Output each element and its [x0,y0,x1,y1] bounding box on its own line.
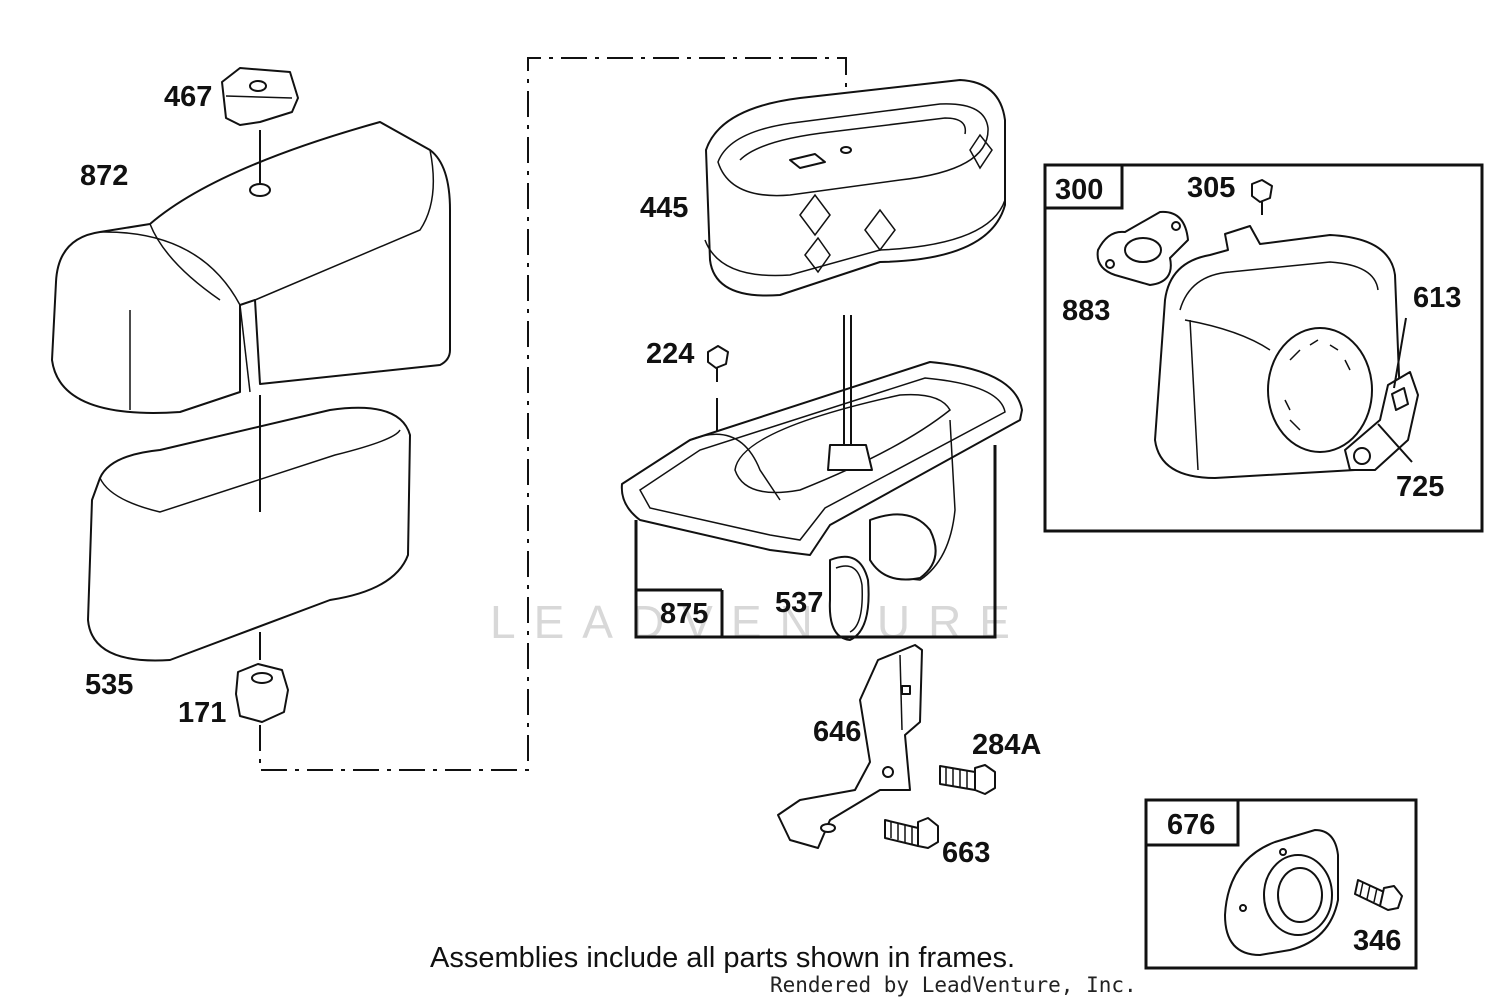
callout-883[interactable]: 883 [1062,295,1110,327]
callout-284a[interactable]: 284A [972,729,1041,761]
frame-label-875[interactable]: 875 [660,598,708,630]
watermark: LEADVENTURE [490,596,1028,648]
callout-305[interactable]: 305 [1187,172,1235,204]
air-cleaner-base[interactable] [620,315,1023,641]
callout-467[interactable]: 467 [164,81,212,113]
callout-445[interactable]: 445 [640,192,688,224]
exhaust-gasket[interactable] [1096,210,1189,286]
screw-284a[interactable] [939,764,996,795]
air-filter-cartridge[interactable] [704,79,1006,297]
spark-arrester-bracket[interactable] [1344,371,1419,471]
frame-300 [1043,163,1484,533]
cover-knob[interactable] [221,67,299,126]
callout-537[interactable]: 537 [775,587,823,619]
frame-label-676[interactable]: 676 [1167,809,1215,841]
frame-label-300[interactable]: 300 [1055,174,1103,206]
callout-535[interactable]: 535 [85,669,133,701]
callout-171[interactable]: 171 [178,697,226,729]
callout-346[interactable]: 346 [1353,925,1401,957]
callout-663[interactable]: 663 [942,837,990,869]
cover-screw-346[interactable] [1354,879,1403,911]
screw-663[interactable] [884,817,939,849]
leader-613 [1393,317,1407,389]
callout-872[interactable]: 872 [80,160,128,192]
muffler[interactable] [1154,225,1401,479]
spark-arrester-cover[interactable] [1224,829,1339,956]
frame-875 [634,445,997,639]
callout-224[interactable]: 224 [646,338,694,370]
assembly-connector-line [259,57,847,771]
callout-646[interactable]: 646 [813,716,861,748]
footer-note: Assemblies include all parts shown in fr… [430,942,1015,974]
bracket[interactable] [777,644,923,849]
wing-nut[interactable] [235,663,289,723]
leader-725 [1377,423,1413,463]
callout-725[interactable]: 725 [1396,471,1444,503]
air-cleaner-cover[interactable] [51,121,451,414]
footer-credit: Rendered by LeadVenture, Inc. [770,973,1137,997]
pre-cleaner[interactable] [87,395,411,662]
callout-613[interactable]: 613 [1413,282,1461,314]
frame-676 [1144,798,1418,970]
muffler-screw[interactable] [1251,179,1273,215]
